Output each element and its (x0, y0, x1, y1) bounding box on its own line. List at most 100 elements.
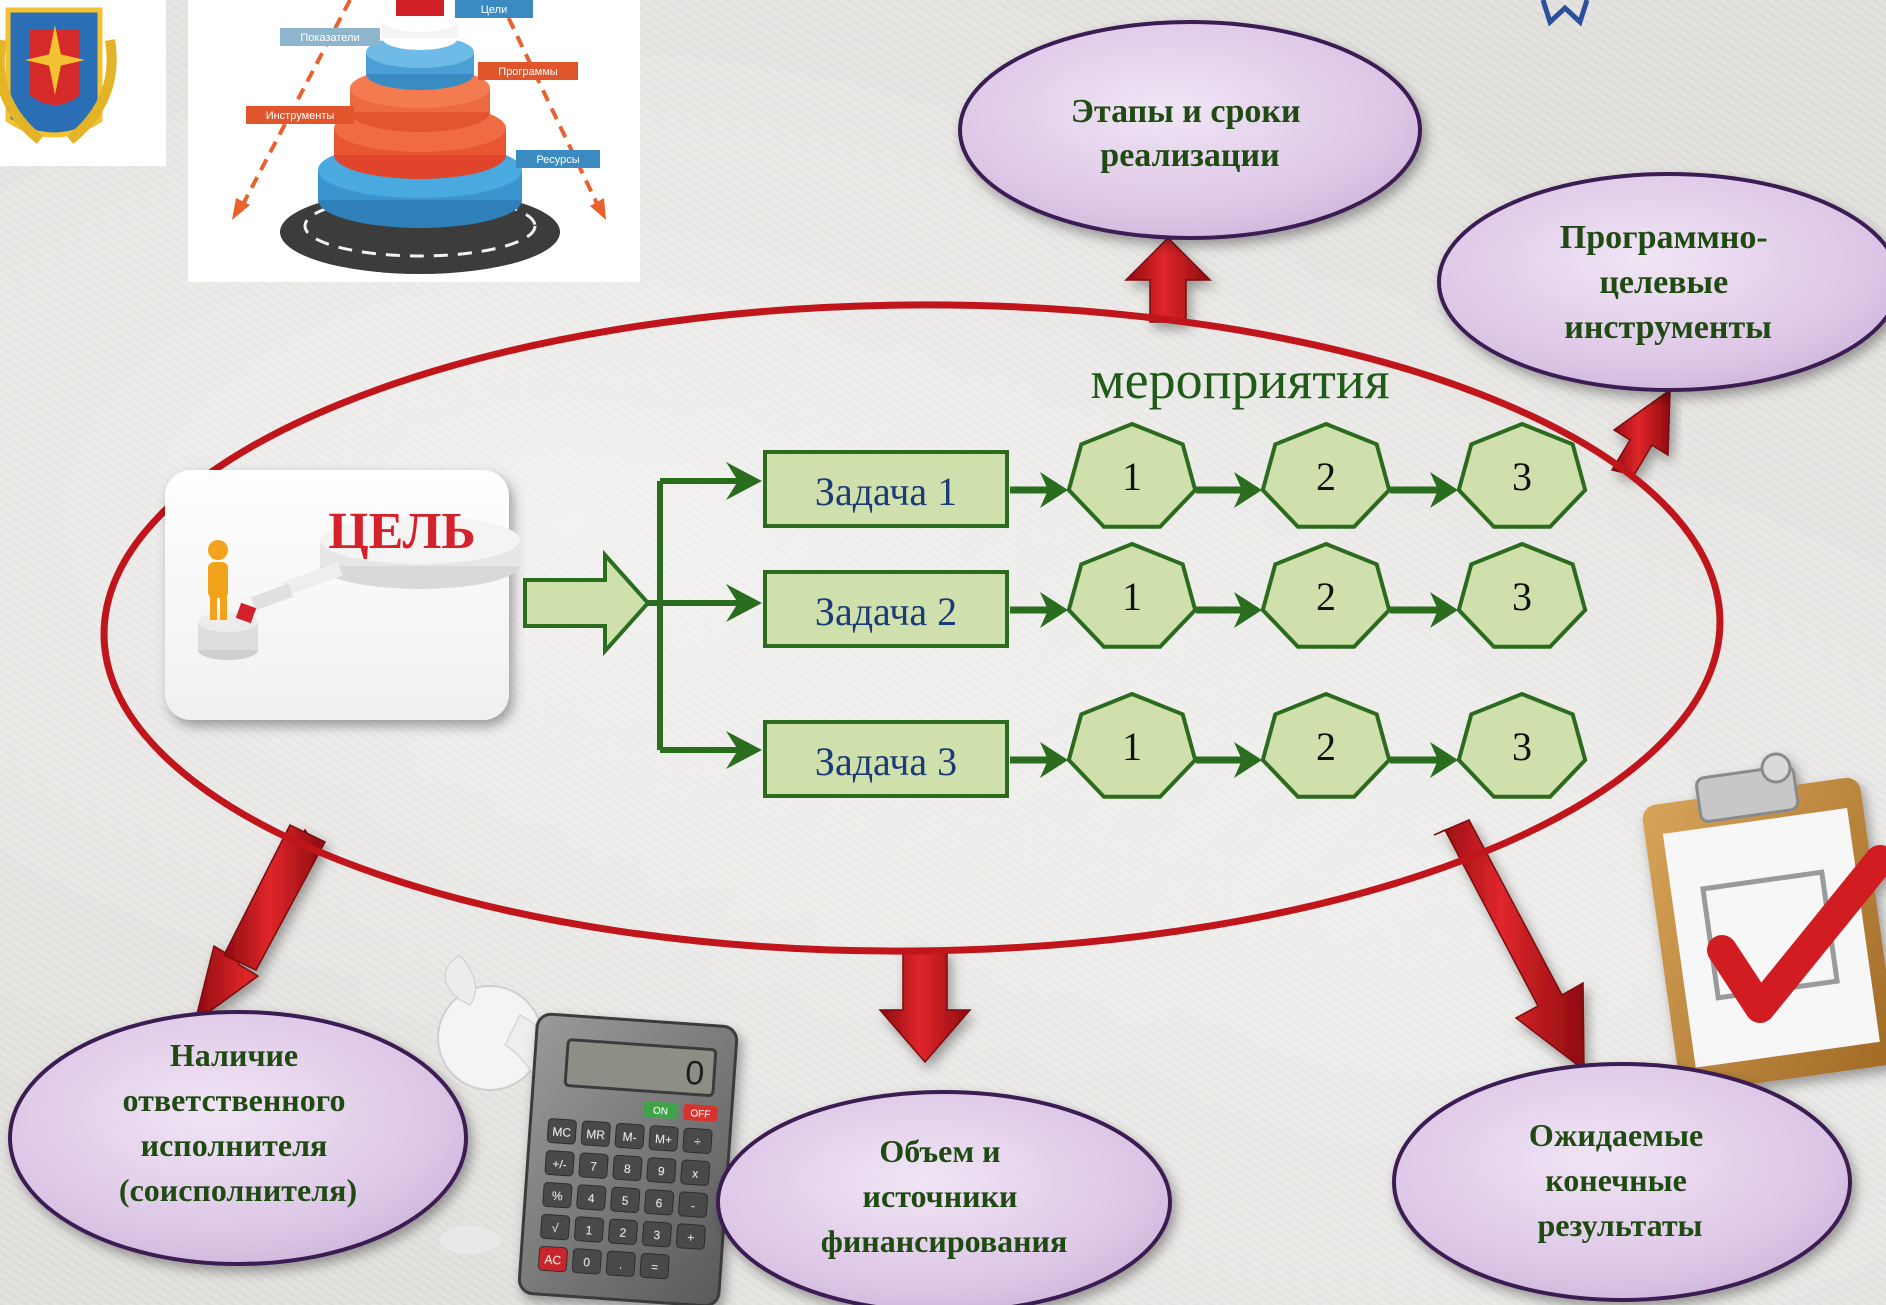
calculator-key-label: MC (552, 1125, 572, 1140)
pyramid-label-indicators: Показатели (300, 32, 359, 44)
calculator-key-label: . (619, 1258, 623, 1272)
main-activities-ellipse (100, 301, 1724, 955)
calculator-key-label: x (692, 1167, 699, 1181)
calculator-key (540, 1213, 571, 1241)
step-heptagon: 3 (1456, 541, 1588, 649)
clipboard-checkmark-illustration (1642, 752, 1886, 1093)
step-connector-arrow (1010, 472, 1068, 508)
calculator-key (574, 1216, 605, 1243)
task-box (763, 720, 1009, 798)
calculator-key-label: 9 (657, 1164, 665, 1178)
step-heptagon: 1 (1066, 691, 1198, 799)
task-label: Задача 3 (815, 739, 957, 784)
step-connector-arrow (1390, 742, 1458, 778)
calculator-key (646, 1157, 677, 1184)
calculator-key (612, 1154, 643, 1182)
step-heptagon: 1 (1066, 421, 1198, 529)
calculator-key-label: √ (551, 1221, 559, 1235)
svg-text:Наличие ответственного: Наличие ответственного исполнителя (соис… (119, 1037, 357, 1208)
pyramid-label-instruments: Инструменты (266, 110, 335, 122)
calculator-key-label: M+ (655, 1132, 673, 1147)
calculator-key-label: 3 (653, 1228, 661, 1242)
calculator-key-label: OFF (690, 1108, 711, 1120)
calculator-key-label: AC (544, 1252, 562, 1267)
calculator-key-label: MR (586, 1127, 606, 1142)
calculator-key-label: ON (653, 1106, 669, 1118)
pyramid-label-resources: Ресурсы (536, 154, 579, 166)
calculator-key-label: + (687, 1230, 695, 1244)
svg-text:Этапы и сроки реализации: Этапы и сроки реализации (1071, 93, 1309, 174)
step-connector-arrow (1010, 592, 1068, 628)
step-connector-arrow (1196, 742, 1262, 778)
step-label: 2 (1316, 574, 1336, 619)
calculator-key-label: 2 (619, 1226, 627, 1240)
outcome-results: Ожидаемые конечные результаты (1392, 1062, 1852, 1302)
outcome-funding-line3: финансирования (821, 1223, 1068, 1259)
step-label: 2 (1316, 454, 1336, 499)
arrow-to-executor (193, 824, 327, 1024)
calculator-key-label: - (690, 1199, 695, 1213)
step-heptagon: 3 (1456, 421, 1588, 529)
calculator-key-label: 1 (585, 1223, 593, 1237)
bracket-arrowheads (726, 462, 762, 769)
step-label: 3 (1512, 574, 1532, 619)
arrow-to-funding (878, 949, 972, 1064)
step-label: 1 (1122, 574, 1142, 619)
calculator-key-label: ÷ (694, 1135, 702, 1149)
calculator-key (607, 1218, 639, 1246)
task-label: Задача 1 (815, 469, 957, 514)
svg-text:Объем и источники: Объем и источники финансирования (821, 1133, 1068, 1259)
calculator-key (643, 1101, 678, 1120)
calculator-key-label: 6 (655, 1196, 663, 1210)
step-label: 1 (1122, 454, 1142, 499)
task-row-1: Задача 1 (763, 450, 1009, 528)
outcome-executor-line2: ответственного (123, 1082, 346, 1118)
calculator-key-label: 5 (621, 1194, 629, 1208)
calculator-key-label: +/- (552, 1157, 567, 1172)
calculator-key (546, 1118, 577, 1145)
calculator-key (641, 1221, 672, 1248)
calculator-key (580, 1120, 611, 1147)
calculator-key-label: M- (622, 1130, 637, 1145)
arrow-to-tools (1610, 388, 1671, 476)
step-connector-arrow (1196, 592, 1262, 628)
calculator-key (544, 1150, 575, 1177)
outcome-stages-line1: Этапы и сроки (1071, 93, 1301, 130)
step-connector-arrow (1390, 592, 1458, 628)
calculator-key (578, 1152, 609, 1179)
step-heptagon: 2 (1260, 691, 1392, 799)
outcome-funding: Объем и источники финансирования (716, 1090, 1172, 1305)
task-box (763, 450, 1009, 528)
outcome-stages-line2: реализации (1100, 137, 1279, 174)
outcome-tools-line3: инструменты (1564, 309, 1772, 346)
task-bracket (648, 478, 740, 753)
outcome-executor-line3: исполнителя (141, 1127, 328, 1163)
calculator-key (683, 1103, 718, 1122)
calculator-key (639, 1252, 670, 1280)
goal-illustration: ЦЕЛЬ (198, 503, 520, 660)
step-connector-arrow (1196, 472, 1262, 508)
outcome-results-line2: конечные (1545, 1162, 1687, 1198)
step-heptagon: 3 (1456, 691, 1588, 799)
step-label: 3 (1512, 454, 1532, 499)
pyramid-label-goals: Цели (481, 4, 507, 16)
calculator-key-label: = (651, 1260, 659, 1274)
calculator-key (678, 1191, 709, 1218)
goal-to-tasks-arrow (523, 549, 651, 657)
outcome-funding-line2: источники (863, 1178, 1018, 1214)
calculator-key (537, 1245, 568, 1273)
calculator-key (571, 1248, 602, 1275)
outcome-executor: Наличие ответственного исполнителя (соис… (8, 1010, 468, 1266)
goals-pyramid-illustration: Цели Показатели Программы Инструменты Ре… (188, 0, 640, 282)
activities-label: мероприятия (1090, 350, 1389, 410)
calculator-display: 0 (684, 1054, 706, 1093)
task-row-3: Задача 3 (763, 720, 1009, 798)
outcome-tools: Программно- целевые инструменты (1437, 172, 1886, 392)
step-label: 3 (1512, 724, 1532, 769)
calculator-key (644, 1189, 675, 1216)
goal-label: ЦЕЛЬ (328, 503, 476, 560)
outcome-executor-line1: Наличие (170, 1037, 298, 1073)
step-connector-arrow (1390, 472, 1458, 508)
